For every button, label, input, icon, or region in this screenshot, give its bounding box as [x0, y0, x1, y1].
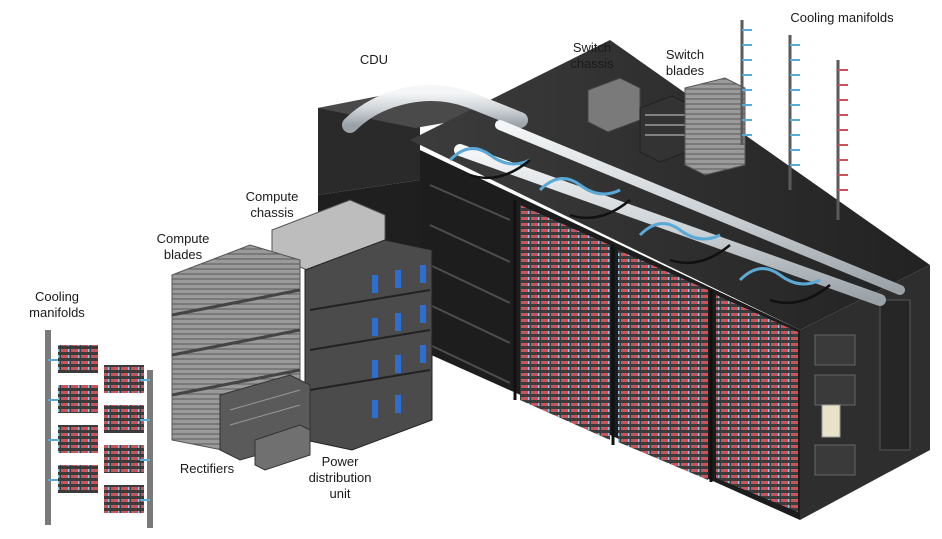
label-compute-chassis: Compute chassis [245, 189, 299, 220]
cooling-manifolds-left-illustration [45, 330, 153, 528]
coolant-hoses-blue [448, 147, 821, 286]
switch-chassis-illustration [587, 77, 693, 163]
power-distribution-unit-illustration [254, 424, 311, 471]
label-switch-blades: Switch blades [665, 47, 705, 78]
compute-cabinet-1 [520, 205, 610, 440]
compute-cabinet-3 [716, 295, 798, 512]
label-switch-chassis: Switch chassis [570, 40, 614, 71]
end-switch-panels [814, 299, 911, 476]
cabinet-row [318, 40, 930, 520]
switch-blades-illustration [684, 77, 746, 176]
label-cooling-manifolds-top: Cooling manifolds [790, 10, 894, 25]
label-cdu: CDU [359, 52, 389, 67]
cooling-manifolds-top-illustration [740, 20, 848, 220]
empty-shelves [429, 184, 511, 384]
label-power-distribution-unit: Power distribution unit [308, 454, 372, 501]
cabinet-top [410, 40, 930, 330]
compute-cabinet-2 [618, 250, 708, 480]
coolant-hoses-black [469, 159, 831, 305]
label-cooling-manifolds-left: Cooling manifolds [29, 289, 85, 320]
label-rectifiers: Rectifiers [179, 461, 235, 476]
label-compute-blades: Compute blades [156, 231, 210, 262]
compute-chassis-illustration [271, 199, 433, 451]
cabinet-dividers [513, 200, 713, 482]
